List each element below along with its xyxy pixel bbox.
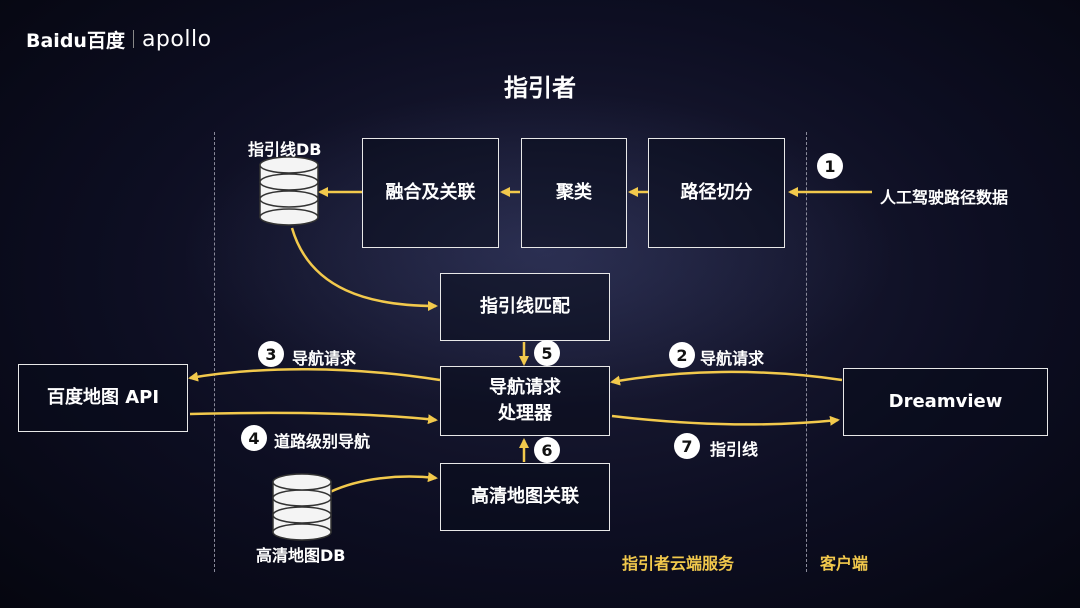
divider-left [214, 132, 215, 572]
manual-data-label: 人工驾驶路径数据 [880, 188, 1009, 207]
nav-processor-box: 导航请求 处理器 [440, 366, 610, 436]
arrow-api-to-processor [189, 411, 438, 425]
nav-processor-line1: 导航请求 [489, 377, 561, 398]
step-1-badge: 1 [817, 153, 843, 179]
cluster-box: 聚类 [521, 138, 627, 248]
divider-right [806, 132, 807, 572]
step-3-badge: 3 [258, 341, 284, 367]
nav-request-label-3: 导航请求 [292, 349, 357, 368]
page-title: 指引者 [504, 74, 576, 102]
client-label: 客户端 [820, 554, 869, 573]
step-5-badge: 5 [534, 340, 560, 366]
step-2-badge: 2 [669, 342, 695, 368]
step-4-badge: 4 [241, 425, 267, 451]
hd-map-assoc-box: 高清地图关联 [440, 463, 610, 531]
cloud-service-label: 指引者云端服务 [622, 554, 735, 573]
guide-line-label: 指引线 [710, 440, 759, 459]
logo: Baidu百度 apollo [26, 26, 212, 52]
guide-db-label: 指引线DB [248, 140, 322, 159]
apollo-logo: apollo [141, 26, 212, 52]
guide-match-box: 指引线匹配 [440, 273, 610, 341]
hd-db-label: 高清地图DB [256, 546, 346, 565]
step-6-badge: 6 [534, 437, 560, 463]
baidu-logo: Baidu百度 [26, 29, 125, 52]
route-split-box: 路径切分 [648, 138, 785, 248]
arrow-processor-to-api [188, 368, 441, 382]
dreamview-box: Dreamview [843, 368, 1048, 436]
logo-divider [132, 30, 134, 48]
database-icon-hd [272, 473, 332, 541]
database-icon-guide [259, 156, 319, 226]
baidu-map-api-box: 百度地图 API [18, 364, 188, 432]
arrow-db-to-match [290, 227, 438, 311]
road-level-nav-label: 道路级别导航 [274, 432, 371, 451]
fusion-box: 融合及关联 [362, 138, 499, 248]
arrow-processor-to-dreamview [611, 414, 840, 426]
arrow-dreamview-to-processor [610, 370, 843, 386]
nav-processor-line2: 处理器 [498, 403, 552, 424]
step-7-badge: 7 [674, 433, 700, 459]
nav-request-label-2: 导航请求 [700, 349, 765, 368]
arrow-hddb-to-hdassoc [329, 472, 438, 494]
